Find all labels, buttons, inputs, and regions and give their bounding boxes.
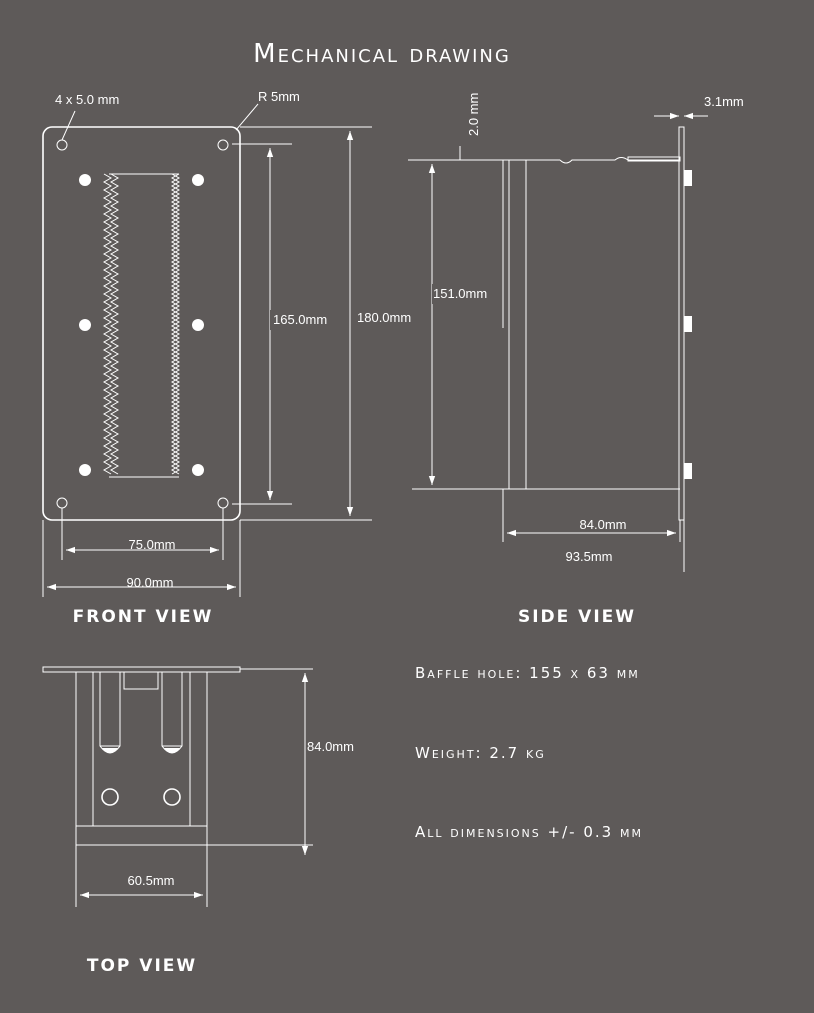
front-view-label: FRONT VIEW [73, 607, 214, 627]
screw-hole [101, 788, 119, 806]
screw-dot [79, 174, 91, 186]
terminal-post [161, 672, 183, 754]
flange-tab [684, 316, 692, 332]
dim-165-label: 165.0mm [273, 312, 327, 327]
dim-2-label: 2.0 mm [466, 93, 481, 136]
side-view-label: SIDE VIEW [518, 607, 636, 627]
label-mask [355, 308, 417, 328]
baffle-hole-spec: Baffle hole: 155 x 63 mm [415, 664, 640, 682]
hole-leader [61, 110, 76, 141]
weight-spec: Weight: 2.7 kg [415, 744, 546, 762]
screw-hole [163, 788, 181, 806]
label-mask [432, 284, 498, 304]
dim-151-label: 151.0mm [433, 286, 487, 301]
radius-label: R 5mm [258, 89, 300, 104]
screw-dot [79, 464, 91, 476]
tolerance-spec: All dimensions +/- 0.3 mm [415, 823, 643, 841]
hole-count-label: 4 x 5.0 mm [55, 92, 119, 107]
screw-dot [79, 319, 91, 331]
page-title: Mechanical drawing [253, 39, 511, 69]
mounting-hole [217, 497, 229, 509]
dim-75-label: 75.0mm [129, 537, 176, 552]
terminal-post [99, 672, 121, 754]
top-view: 84.0mm 60.5mm TOP VIEW [42, 666, 364, 976]
terminal-tab [627, 156, 681, 162]
front-plate-outline [42, 126, 241, 521]
dim-180-label: 180.0mm [357, 310, 411, 325]
faceplate [678, 126, 685, 521]
magnet-body [508, 159, 527, 490]
dim-60-5-label: 60.5mm [128, 873, 175, 888]
dim-93-5-label: 93.5mm [566, 549, 613, 564]
flange-tab [684, 170, 692, 186]
dim-top-84-label: 84.0mm [307, 739, 354, 754]
screw-dot [192, 464, 204, 476]
top-view-label: TOP VIEW [87, 956, 197, 976]
flange-tab [684, 463, 692, 479]
specs-notes: Baffle hole: 155 x 63 mm Weight: 2.7 kg … [415, 664, 643, 841]
dim-3-1-label: 3.1mm [704, 94, 744, 109]
terminal-block [123, 671, 159, 690]
screw-dot [192, 319, 204, 331]
mounting-hole [217, 139, 229, 151]
side-view: 2.0 mm 3.1mm 151.0mm 84.0mm 93.5mm SIDE … [408, 93, 744, 627]
dim-84-label: 84.0mm [580, 517, 627, 532]
mounting-hole [56, 139, 68, 151]
label-mask [270, 310, 334, 330]
mounting-hole [56, 497, 68, 509]
front-view: 4 x 5.0 mm R 5mm 165.0mm 180.0mm 75.0mm … [42, 89, 417, 627]
cable-line [559, 157, 680, 164]
label-mask [306, 736, 364, 756]
radius-leader [235, 103, 259, 131]
faceplate-edge [42, 666, 241, 673]
screw-dot [192, 174, 204, 186]
dim-90-label: 90.0mm [127, 575, 174, 590]
ribbon-diaphragm [102, 173, 181, 478]
